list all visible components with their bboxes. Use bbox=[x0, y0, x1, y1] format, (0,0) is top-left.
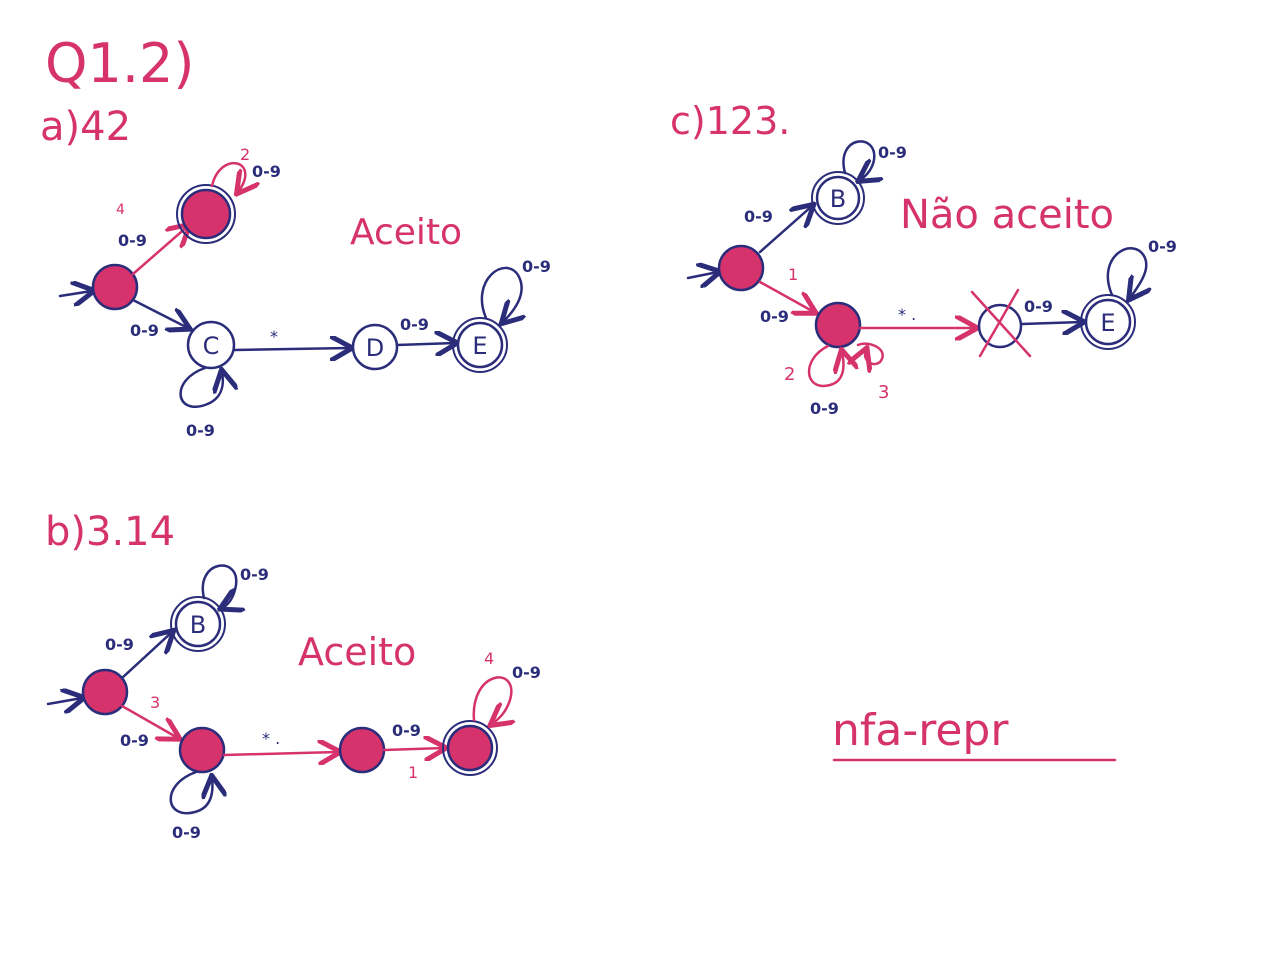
part-b-state-b-ring bbox=[170, 596, 226, 652]
part-b-label-bloop-digits: 0-9 bbox=[240, 565, 269, 584]
part-a-label-2: 2 bbox=[240, 145, 250, 164]
part-b-state-b-label: B bbox=[190, 611, 206, 639]
part-c-loop-c-2 bbox=[807, 346, 843, 388]
part-a-loop-b bbox=[210, 161, 245, 192]
part-c-label-3: 3 bbox=[878, 382, 889, 403]
part-a-state-e-label: E bbox=[472, 332, 487, 360]
part-b-state-b bbox=[174, 600, 222, 648]
part-c-label-ab-digits: 0-9 bbox=[744, 207, 773, 226]
part-c-edge-a-c bbox=[758, 280, 814, 312]
part-b-result: Aceito bbox=[298, 630, 416, 674]
part-a-label-cloop-digits: 0-9 bbox=[186, 421, 215, 440]
part-b-label-1: 1 bbox=[408, 763, 418, 782]
part-b-label-dot: * . bbox=[262, 729, 280, 748]
part-b-loop-c bbox=[169, 770, 213, 815]
part-b-label-cloop-digits: 0-9 bbox=[172, 823, 201, 842]
part-a-label-eloop-digits: 0-9 bbox=[522, 257, 551, 276]
part-c-diagram: c)123. Não aceito 0-9 B 0-9 1 0-9 2 3 0-… bbox=[670, 99, 1177, 418]
part-a-loop-c bbox=[179, 368, 223, 408]
part-b-edge-a-b bbox=[120, 632, 172, 680]
part-a-start-arrow bbox=[58, 291, 92, 296]
part-a-state-b bbox=[180, 188, 232, 240]
part-c-edge-a-b bbox=[758, 206, 812, 254]
part-c-start-arrow bbox=[686, 272, 718, 278]
part-c-state-d bbox=[977, 303, 1023, 349]
part-b-title: b)3.14 bbox=[45, 509, 175, 555]
part-c-label-bloop-digits: 0-9 bbox=[878, 143, 907, 162]
part-c-edge-d-e bbox=[1020, 322, 1082, 324]
part-c-label-dot: * . bbox=[898, 305, 916, 324]
footer-label: nfa-repr bbox=[832, 705, 1009, 756]
part-b-start-arrow bbox=[46, 698, 82, 704]
part-a-edge-c-d bbox=[233, 348, 350, 350]
part-b-diagram: b)3.14 Aceito 0-9 B 0-9 3 0-9 0-9 * . 0-… bbox=[45, 509, 541, 842]
part-b-state-e bbox=[446, 724, 494, 772]
part-b-label-eloop-digits: 0-9 bbox=[512, 663, 541, 682]
part-c-label-de-digits: 0-9 bbox=[1024, 297, 1053, 316]
part-a-state-c-label: C bbox=[203, 332, 220, 360]
part-b-edge-a-c bbox=[120, 704, 178, 738]
part-a-edge-a-c bbox=[131, 298, 188, 328]
page-heading: Q1.2) bbox=[45, 32, 194, 95]
part-a-loop-e bbox=[480, 266, 522, 322]
part-b-loop-b bbox=[201, 564, 236, 608]
part-c-state-e-ring bbox=[1080, 294, 1136, 350]
part-a-state-e-ring bbox=[452, 317, 508, 373]
part-c-state-b bbox=[815, 175, 861, 221]
part-a-state-b-ring bbox=[176, 184, 236, 244]
part-a-label-ab-digits: 0-9 bbox=[118, 231, 147, 250]
part-c-state-a bbox=[717, 244, 765, 292]
part-a-label-bloop-digits: 0-9 bbox=[252, 162, 281, 181]
part-a-label-dot: * bbox=[270, 327, 278, 346]
part-a-state-d-label: D bbox=[366, 334, 384, 362]
part-a-label-ac-digits: 0-9 bbox=[130, 321, 159, 340]
part-c-loop-e bbox=[1106, 247, 1146, 298]
part-a-state-c bbox=[186, 320, 236, 370]
part-a-diagram: a)42 Aceito 4 0-9 2 0-9 0-9 C 0-9 * D bbox=[40, 104, 551, 440]
part-c-result: Não aceito bbox=[900, 192, 1114, 238]
part-c-state-b-label: B bbox=[830, 185, 846, 213]
part-a-state-e bbox=[456, 321, 504, 369]
part-b-loop-e bbox=[472, 676, 512, 724]
part-a-state-d bbox=[351, 323, 399, 371]
part-b-label-ab-digits: 0-9 bbox=[105, 635, 134, 654]
part-c-loop-c-3 bbox=[858, 342, 884, 364]
part-c-label-2: 2 bbox=[784, 364, 795, 385]
part-a-label-de-digits: 0-9 bbox=[400, 315, 429, 334]
part-b-label-ac-digits: 0-9 bbox=[120, 731, 149, 750]
part-c-state-c bbox=[814, 301, 862, 349]
part-c-state-e-label: E bbox=[1100, 309, 1115, 337]
part-b-label-3: 3 bbox=[150, 693, 160, 712]
part-b-state-d bbox=[338, 726, 386, 774]
part-c-state-e bbox=[1084, 298, 1132, 346]
part-a-state-a bbox=[91, 263, 139, 311]
part-b-label-de-digits: 0-9 bbox=[392, 721, 421, 740]
part-c-label-cloop-digits: 0-9 bbox=[810, 399, 839, 418]
part-c-label-1: 1 bbox=[788, 265, 798, 284]
part-b-state-a bbox=[81, 668, 129, 716]
part-b-edge-d-e bbox=[382, 748, 444, 750]
part-b-label-4: 4 bbox=[484, 649, 494, 668]
part-c-state-b-ring bbox=[811, 171, 865, 225]
part-a-edge-d-e bbox=[395, 343, 455, 345]
part-b-state-e-ring bbox=[442, 720, 498, 776]
part-b-state-c bbox=[178, 726, 226, 774]
part-c-label-eloop-digits: 0-9 bbox=[1148, 237, 1177, 256]
part-b-edge-c-d bbox=[222, 752, 338, 755]
part-c-loop-b bbox=[842, 140, 874, 180]
part-c-state-d-cross-b bbox=[978, 288, 1020, 358]
part-a-title: a)42 bbox=[40, 104, 131, 150]
part-a-result: Aceito bbox=[350, 212, 462, 253]
part-a-label-4: 4 bbox=[116, 202, 125, 218]
part-c-label-ac-digits: 0-9 bbox=[760, 307, 789, 326]
part-c-title: c)123. bbox=[670, 99, 790, 143]
part-a-edge-a-b bbox=[131, 226, 188, 276]
part-c-state-d-cross-a bbox=[970, 290, 1032, 358]
